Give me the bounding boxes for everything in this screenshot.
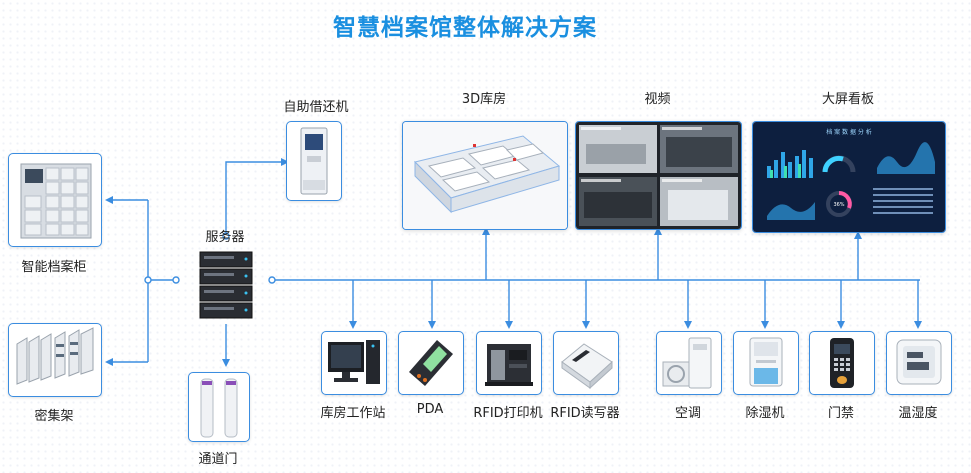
smart-cabinet-icon xyxy=(20,163,92,239)
video-label: 视频 xyxy=(644,92,671,107)
server-label: 服务器 xyxy=(205,230,245,245)
rfid-reader-icon xyxy=(561,343,613,390)
dashboard-panel-title: 档 案 数 据 分 析 xyxy=(826,128,872,136)
gate-label: 通道门 xyxy=(198,452,238,467)
smart-cabinet-card[interactable] xyxy=(8,153,102,247)
ac-card[interactable] xyxy=(656,331,722,395)
rfid-printer-label: RFID打印机 xyxy=(473,406,543,421)
rfid-reader-label: RFID读写器 xyxy=(550,406,620,421)
warehouse-3d-label: 3D库房 xyxy=(461,92,507,107)
dashboard-label: 大屏看板 xyxy=(821,92,874,107)
workstation-card[interactable] xyxy=(321,331,387,395)
video-panel[interactable] xyxy=(575,121,742,230)
gate-icon xyxy=(200,378,238,438)
dashboard-percent: 36% xyxy=(833,202,844,208)
page-title: 智慧档案馆整体解决方案 xyxy=(333,15,597,41)
dashboard-image: 档 案 数 据 分 析 36% xyxy=(753,122,945,232)
rfid-printer-icon xyxy=(485,344,533,386)
pda-card[interactable] xyxy=(398,331,464,395)
server-rack[interactable] xyxy=(196,248,256,324)
rfid-reader-card[interactable] xyxy=(553,331,619,395)
access-control-icon xyxy=(830,338,854,388)
smart-cabinet-label: 智能档案柜 xyxy=(21,260,87,275)
thermo-hygrometer-label: 温湿度 xyxy=(898,406,938,421)
kiosk-label: 自助借还机 xyxy=(283,100,349,115)
compact-shelf-icon xyxy=(16,327,94,385)
workstation-label: 库房工作站 xyxy=(320,406,386,421)
gate-card[interactable] xyxy=(188,372,250,442)
compact-shelf-card[interactable] xyxy=(8,323,102,397)
thermo-hygrometer-card[interactable] xyxy=(886,331,952,395)
air-conditioner-icon xyxy=(662,337,712,389)
link-kiosk xyxy=(225,161,282,236)
thermo-hygrometer-icon xyxy=(896,339,942,385)
video-grid-image xyxy=(576,122,741,229)
access-control-label: 门禁 xyxy=(827,406,854,421)
kiosk-card[interactable] xyxy=(286,121,342,201)
dehumidifier-card[interactable] xyxy=(733,331,799,395)
access-control-card[interactable] xyxy=(809,331,875,395)
pda-icon xyxy=(409,340,453,386)
dashboard-panel[interactable]: 档 案 数 据 分 析 36% xyxy=(752,121,946,233)
warehouse-3d-panel[interactable] xyxy=(402,121,568,230)
kiosk-icon xyxy=(300,127,328,195)
ac-label: 空调 xyxy=(674,406,701,421)
rfid-printer-card[interactable] xyxy=(476,331,542,395)
workstation-icon xyxy=(328,340,380,384)
dehumidifier-label: 除湿机 xyxy=(745,406,785,421)
warehouse-3d-image xyxy=(403,122,567,229)
compact-shelf-label: 密集架 xyxy=(34,409,74,424)
dehumidifier-icon xyxy=(749,337,783,387)
server-icon xyxy=(199,251,253,319)
pda-label: PDA xyxy=(416,402,444,417)
